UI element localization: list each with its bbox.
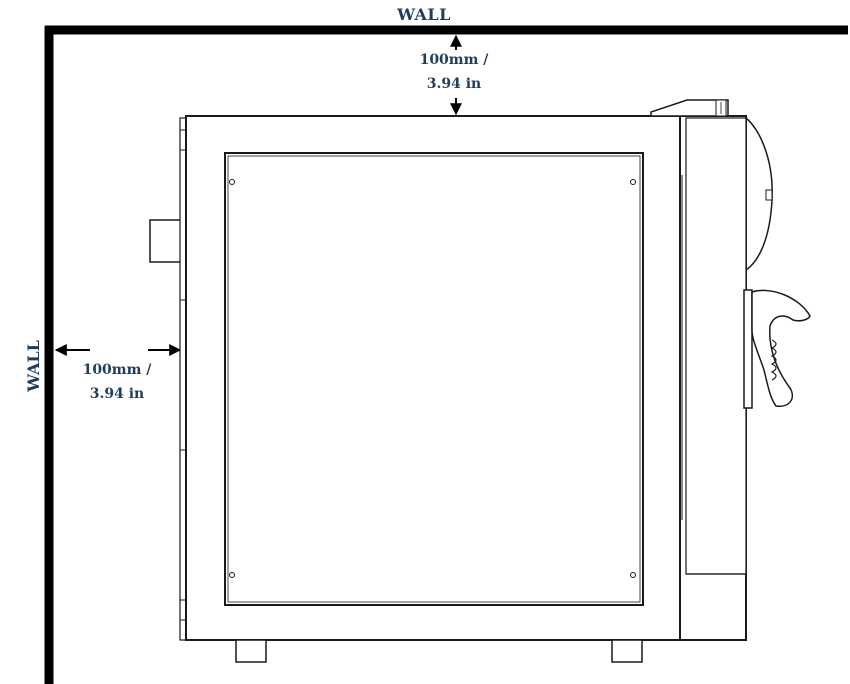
- top-clearance: 100mm / 3.94 in: [420, 34, 490, 116]
- wall-left-label: WALL: [24, 340, 43, 393]
- oven-handle-icon: [743, 289, 811, 409]
- wall-lines: [44, 25, 848, 684]
- oven-side-view: [149, 99, 811, 663]
- control-knob: [765, 189, 773, 201]
- foot-left: [235, 639, 267, 663]
- side-clearance-line2: 3.94 in: [90, 386, 144, 402]
- rear-vent-box: [149, 219, 183, 263]
- side-panel-inner: [227, 155, 641, 603]
- foot-right: [611, 639, 643, 663]
- top-clearance-line2: 3.94 in: [427, 76, 481, 92]
- door-panel: [685, 117, 747, 575]
- panel-screws: [229, 179, 636, 578]
- side-panel: [224, 152, 644, 606]
- side-clearance: 100mm / 3.94 in: [54, 344, 182, 402]
- side-clearance-line1: 100mm /: [83, 362, 153, 378]
- top-vent: [650, 99, 729, 117]
- top-clearance-line1: 100mm /: [420, 52, 490, 68]
- wall-top-label: WALL: [396, 5, 451, 24]
